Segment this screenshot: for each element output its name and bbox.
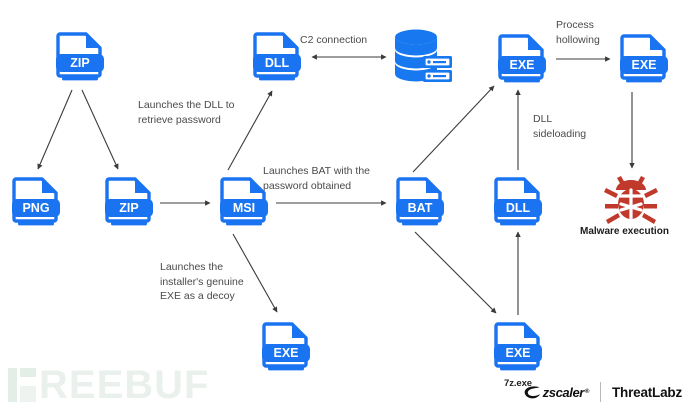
edge-bat-to-exe-hollow (412, 85, 495, 173)
file-icon: DLL (253, 32, 301, 81)
database-icon (395, 29, 452, 82)
freebuf-watermark-text: REEBUF (39, 363, 210, 407)
file-icon-label: PNG (22, 201, 49, 215)
file-icon-label: EXE (505, 346, 530, 360)
node-png[interactable]: PNG (8, 175, 64, 231)
edge-label-launch-dll: Launches the DLL to retrieve password (138, 99, 235, 126)
file-icon: ZIP (56, 32, 104, 81)
branding: zscaler ® ThreatLabz (524, 381, 682, 403)
edge-label-dll-sideloading: DLL sideloading (533, 113, 587, 140)
file-icon: EXE (620, 34, 668, 83)
node-exe-target[interactable]: EXE (616, 32, 672, 88)
file-icon: MSI (220, 177, 268, 226)
file-icon-label: ZIP (70, 56, 89, 70)
node-malware[interactable]: Malware execution (580, 174, 669, 237)
file-icon-label: EXE (631, 58, 656, 72)
file-icon: EXE (498, 34, 546, 83)
file-icon: ZIP (105, 177, 153, 226)
file-icon-label: EXE (273, 346, 298, 360)
node-dll-top[interactable]: DLL (249, 30, 305, 86)
branding-divider (599, 382, 601, 402)
zscaler-logo: zscaler ® (524, 385, 589, 400)
file-icon-label: DLL (265, 56, 290, 70)
edge-zip-to-zip (81, 89, 119, 170)
file-icon: DLL (494, 177, 542, 226)
freebuf-watermark: REEBUF (8, 364, 209, 406)
bug-icon (604, 176, 658, 224)
server-rack-icon (423, 56, 452, 82)
node-bat[interactable]: BAT (392, 175, 448, 231)
file-icon: EXE (494, 322, 542, 371)
node-zip-inner[interactable]: ZIP (101, 175, 157, 231)
registered-mark: ® (584, 389, 589, 395)
node-exe-7z[interactable]: EXE 7z.exe (490, 320, 546, 389)
file-icon: EXE (262, 322, 310, 371)
node-zip-root[interactable]: ZIP (52, 30, 108, 86)
threatlabz-wordmark: ThreatLabz (611, 384, 682, 400)
file-icon-label: MSI (233, 201, 255, 215)
node-dll-sideload[interactable]: DLL (490, 175, 546, 231)
malware-caption: Malware execution (580, 226, 669, 237)
edge-label-decoy: Launches the installer's genuine EXE as … (160, 261, 244, 302)
freebuf-logo-mark (8, 368, 36, 402)
edge-label-process-hollowing: Process hollowing (556, 19, 600, 46)
node-msi[interactable]: MSI (216, 175, 272, 231)
edge-label-launch-bat: Launches BAT with the password obtained (263, 165, 371, 192)
edge-bat-to-7z (414, 231, 497, 314)
zscaler-wordmark: zscaler (542, 384, 585, 400)
node-exe-hollow[interactable]: EXE (494, 32, 550, 88)
edge-zip-to-png (37, 89, 73, 170)
file-icon: BAT (396, 177, 444, 226)
node-c2-server[interactable] (393, 28, 453, 84)
node-caption-7z: 7z.exe (504, 378, 532, 389)
file-icon-label: DLL (506, 201, 531, 215)
zscaler-mark-icon (524, 385, 540, 398)
file-icon-label: BAT (408, 201, 433, 215)
file-icon-label: ZIP (119, 201, 138, 215)
edge-label-c2-connection: C2 connection (300, 34, 368, 46)
node-exe-decoy[interactable]: EXE (258, 320, 314, 376)
file-icon: PNG (12, 177, 60, 226)
file-icon-label: EXE (509, 58, 534, 72)
